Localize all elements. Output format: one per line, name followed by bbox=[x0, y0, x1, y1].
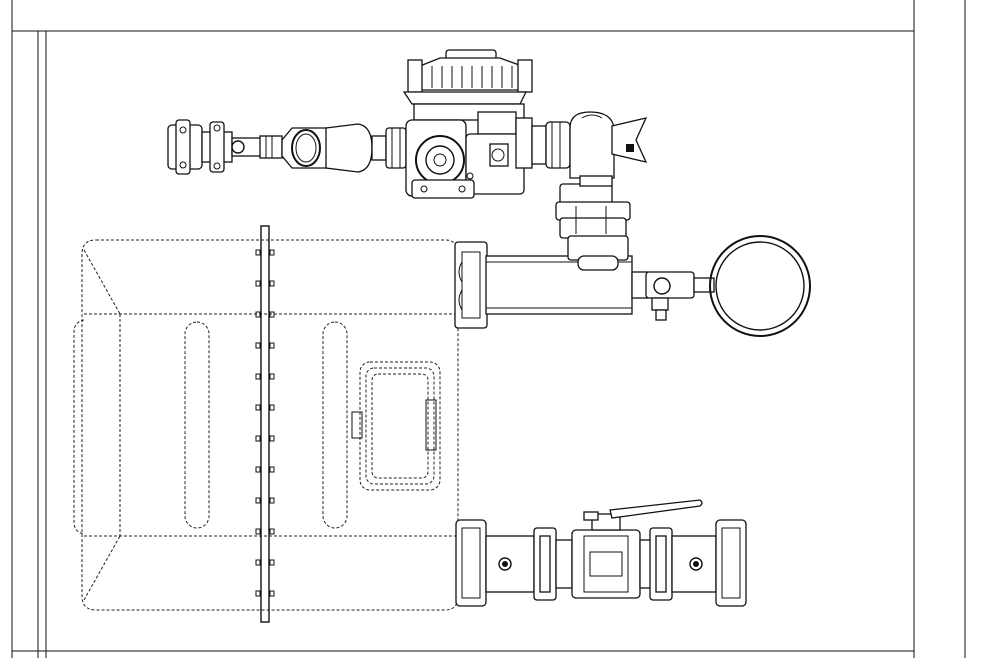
pressure-gauge bbox=[709, 235, 811, 337]
bracket-bolt bbox=[255, 311, 261, 318]
bracket-bolt bbox=[269, 466, 275, 473]
inlet-fittings bbox=[167, 119, 407, 175]
bracket-bolt bbox=[255, 497, 261, 504]
bracket-bolt bbox=[255, 373, 261, 380]
union-fitting bbox=[555, 183, 631, 271]
bracket-bolt bbox=[269, 435, 275, 442]
bracket-bolt bbox=[255, 404, 261, 411]
bracket-bolt bbox=[255, 559, 261, 566]
bracket-bolt bbox=[255, 528, 261, 535]
bracket-bolt bbox=[269, 249, 275, 256]
pressure-regulator bbox=[402, 49, 648, 199]
bracket-bolt bbox=[255, 280, 261, 287]
bracket-bolt bbox=[269, 342, 275, 349]
inspection-hatch bbox=[351, 361, 441, 491]
frame-border bbox=[11, 0, 966, 658]
bracket-bolt bbox=[269, 528, 275, 535]
bracket-bolt bbox=[269, 404, 275, 411]
mounting-bracket bbox=[255, 225, 275, 623]
bracket-bolt bbox=[255, 435, 261, 442]
bracket-bolt bbox=[255, 466, 261, 473]
bracket-bolt bbox=[269, 280, 275, 287]
bracket-bolt bbox=[269, 559, 275, 566]
bracket-bolt bbox=[269, 590, 275, 597]
tank-outline bbox=[73, 239, 459, 611]
bracket-bolt bbox=[269, 311, 275, 318]
outlet-ball-valve bbox=[455, 499, 747, 607]
bracket-bolt bbox=[255, 342, 261, 349]
bracket-bolt bbox=[269, 497, 275, 504]
bracket-bolt bbox=[269, 373, 275, 380]
bracket-bolt bbox=[255, 249, 261, 256]
bracket-bolt bbox=[255, 590, 261, 597]
